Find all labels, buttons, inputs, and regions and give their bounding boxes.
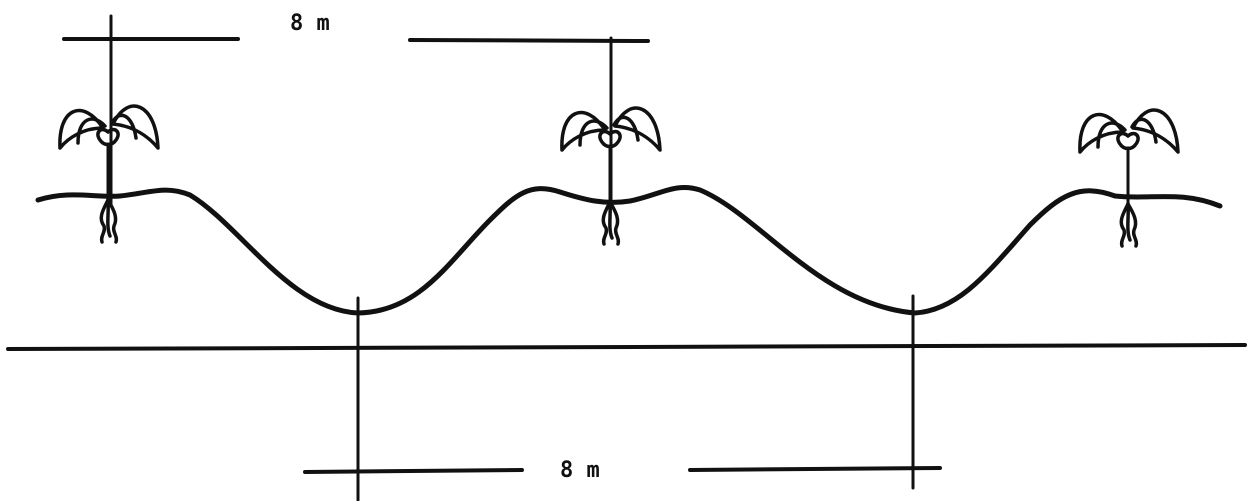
top-dimension-label: 8 m xyxy=(290,11,330,36)
plant-root-middle xyxy=(106,198,112,238)
bottom-dimension-line-left xyxy=(303,468,524,474)
plant-leaf-left-inner xyxy=(578,119,609,147)
plant-seedling-middle xyxy=(560,106,662,246)
plant-bulb xyxy=(96,127,120,147)
plant-root-middle xyxy=(1126,202,1132,242)
plant-leaf-left-inner xyxy=(76,117,107,145)
plant-leaf-left-outer xyxy=(58,108,105,150)
plant-root-right xyxy=(106,198,119,244)
plant-leaf-right-inner xyxy=(110,113,138,140)
plant-root-right xyxy=(1126,202,1139,248)
plant-leaf-right-inner xyxy=(612,115,640,142)
ridge-furrow-profile xyxy=(35,184,1223,316)
plant-root-middle xyxy=(608,200,614,240)
plant-bulb xyxy=(1116,131,1140,151)
plant-leaf-right-inner xyxy=(1130,117,1158,144)
plant-seedling-left xyxy=(58,104,160,244)
plant-leaf-right-outer xyxy=(1131,108,1180,154)
plant-leaf-right-outer xyxy=(613,106,662,152)
ground-baseline xyxy=(6,343,1247,351)
plant-leaf-left-outer xyxy=(1078,112,1125,154)
plant-root-left xyxy=(1119,202,1130,248)
plant-root-left xyxy=(99,198,110,244)
plant-leaf-left-inner xyxy=(1096,121,1127,149)
plant-leaf-left-outer xyxy=(560,110,607,152)
plant-leaf-right-outer xyxy=(111,104,160,150)
top-dimension-line-right xyxy=(408,38,650,43)
bottom-dimension-line-right xyxy=(688,466,942,472)
plant-root-right xyxy=(608,200,621,246)
plant-root-left xyxy=(601,200,612,246)
bottom-dimension-label: 8 m xyxy=(560,458,600,483)
plant-seedling-right xyxy=(1078,108,1180,248)
